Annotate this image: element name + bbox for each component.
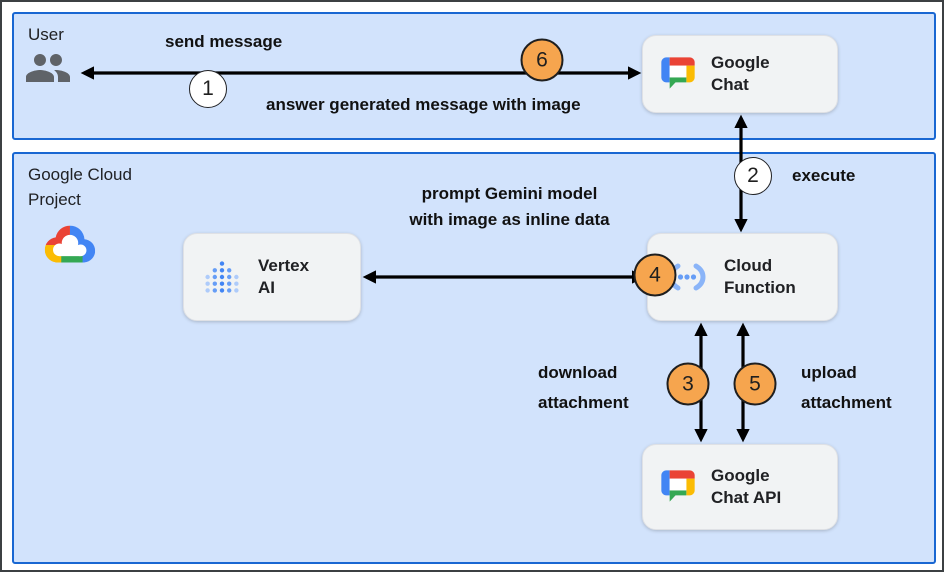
label-prompt: prompt Gemini model with image as inline… [367, 181, 652, 233]
label-upload-attachment: upload attachment [801, 358, 892, 418]
node-vertex-ai-label-line2: AI [258, 278, 275, 297]
node-google-chat: Google Chat [642, 35, 838, 113]
step-badge-5: 5 [733, 362, 777, 406]
label-download-line2: attachment [538, 393, 629, 412]
step-badge-3: 3 [666, 362, 710, 406]
label-upload-line2: attachment [801, 393, 892, 412]
node-vertex-ai-label: Vertex AI [258, 255, 309, 299]
step-badge-6: 6 [520, 38, 564, 82]
step-badge-2: 2 [734, 157, 772, 195]
node-google-chat-api-label: Google Chat API [711, 465, 781, 509]
label-prompt-line1: prompt Gemini model [421, 184, 598, 203]
gcp-region-label: Google Cloud Project [28, 162, 132, 212]
node-google-chat-label-line1: Google [711, 53, 770, 72]
gcp-region-label-line2: Project [28, 190, 81, 209]
node-cloud-function-label: Cloud Function [724, 255, 796, 299]
user-region-label: User [28, 25, 64, 44]
label-execute: execute [792, 166, 856, 185]
node-cloud-function-label-line2: Function [724, 278, 796, 297]
node-vertex-ai-label-line1: Vertex [258, 256, 310, 275]
step-badge-1: 1 [189, 70, 227, 108]
step-badge-4: 4 [633, 253, 677, 297]
group-icon [24, 44, 72, 92]
node-google-chat-api-label-line2: Chat API [711, 488, 782, 507]
label-answer: answer generated message with image [266, 95, 581, 114]
node-google-chat-api: Google Chat API [642, 444, 838, 530]
label-upload-line1: upload [801, 363, 857, 382]
gcp-region-label-line1: Google Cloud [28, 165, 132, 184]
google-chat-icon [658, 54, 698, 94]
label-send-message: send message [165, 32, 283, 51]
label-download-line1: download [538, 363, 618, 382]
label-prompt-line2: with image as inline data [409, 210, 610, 229]
node-google-chat-label: Google Chat [711, 52, 770, 96]
node-google-chat-api-label-line1: Google [711, 466, 770, 485]
label-download-attachment: download attachment [538, 358, 629, 418]
node-cloud-function: Cloud Function [647, 233, 838, 321]
google-cloud-icon [38, 222, 100, 268]
vertex-ai-icon [199, 254, 245, 300]
node-vertex-ai: Vertex AI [183, 233, 361, 321]
node-cloud-function-label-line1: Cloud [724, 256, 773, 275]
google-chat-api-icon [658, 467, 698, 507]
node-google-chat-label-line2: Chat [711, 75, 749, 94]
